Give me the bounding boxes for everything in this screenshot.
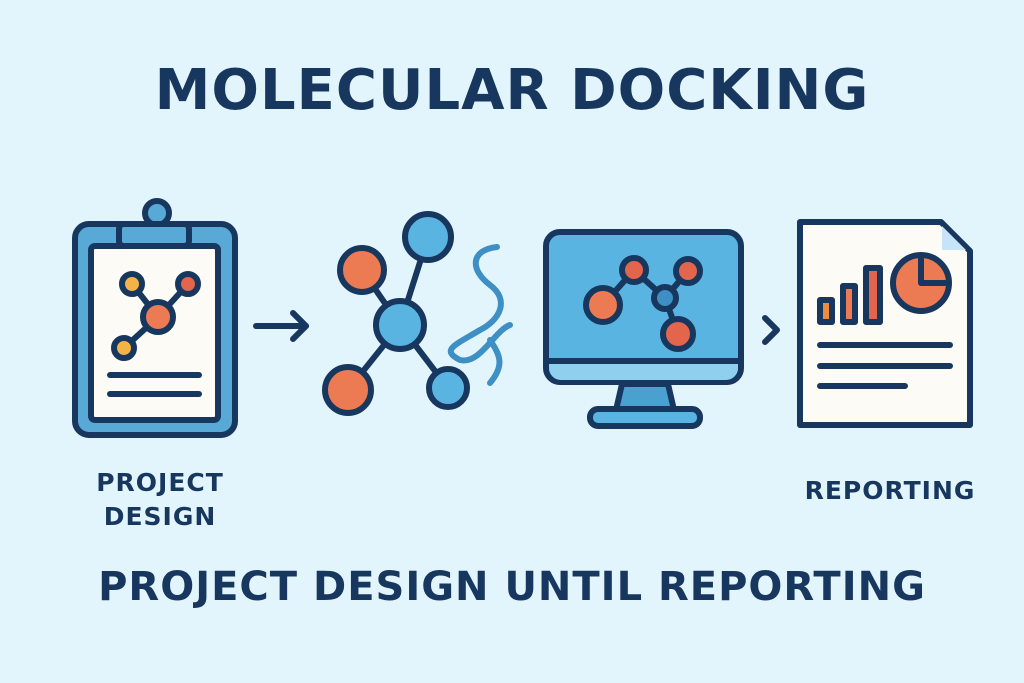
subtitle: PROJECT DESIGN UNTIL REPORTING <box>98 564 926 610</box>
clipboard-molecule-icon <box>72 198 238 438</box>
page-title: MOLECULAR DOCKING <box>154 58 870 123</box>
step-label-reporting: REPORTING <box>804 476 976 505</box>
arrow-right-icon <box>253 310 309 342</box>
report-document-icon <box>797 219 973 428</box>
monitor-simulation-icon <box>543 229 744 429</box>
chevron-right-icon <box>762 315 780 345</box>
step-label-line: DESIGN <box>103 502 217 531</box>
step-label-line: PROJECT <box>96 468 224 497</box>
step-label-project-design: PROJECT DESIGN <box>70 466 250 534</box>
molecule-protein-icon <box>322 211 513 416</box>
